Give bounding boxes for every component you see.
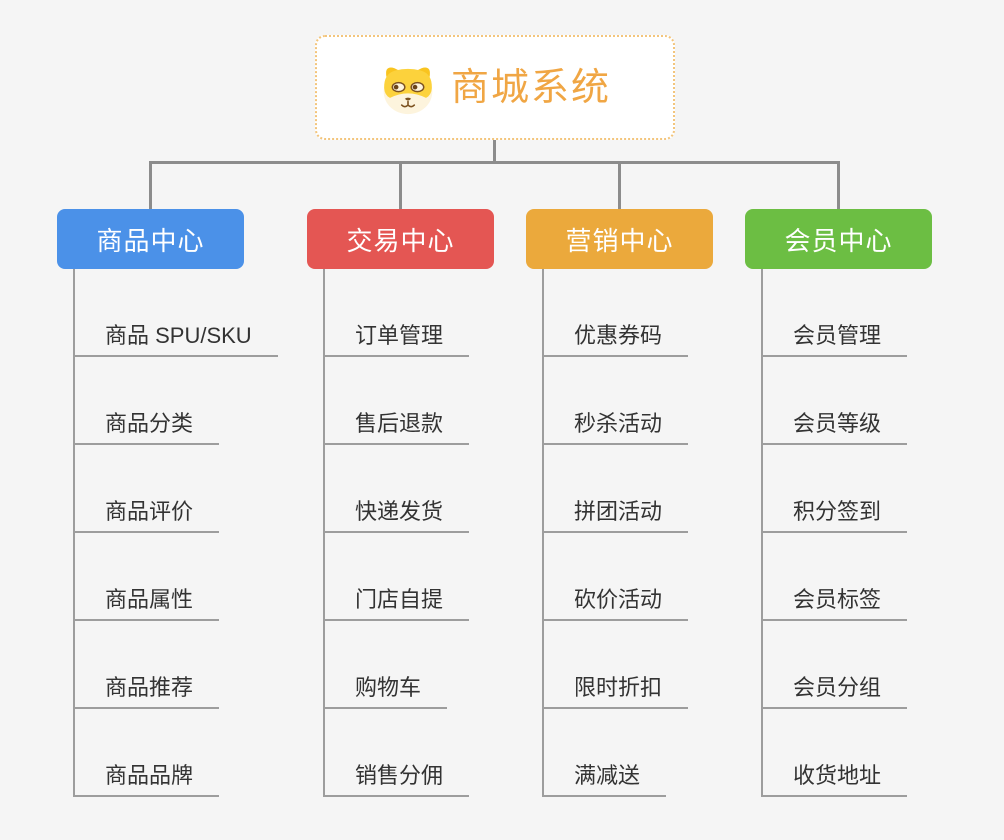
connector-leaves-line	[73, 269, 75, 797]
connector-horizontal-line	[149, 161, 840, 164]
leaf-item[interactable]: 商品属性	[73, 533, 220, 621]
leaf-item[interactable]: 会员等级	[761, 357, 908, 445]
connector-leaves-line	[761, 269, 763, 797]
leaf-item[interactable]: 满减送	[542, 709, 667, 797]
connector-leaves-line	[323, 269, 325, 797]
branch-leaves-column: 会员管理会员等级积分签到会员标签会员分组收货地址	[761, 269, 908, 797]
branch-node-4[interactable]: 会员中心	[745, 209, 932, 269]
leaf-item[interactable]: 商品推荐	[73, 621, 220, 709]
branch-leaves-column: 订单管理售后退款快递发货门店自提购物车销售分佣	[323, 269, 470, 797]
connector-leaves-line	[542, 269, 544, 797]
leaf-item[interactable]: 限时折扣	[542, 621, 689, 709]
leaf-item[interactable]: 收货地址	[761, 709, 908, 797]
root-node[interactable]: 商城系统	[315, 35, 675, 140]
connector-branch-stub	[399, 161, 402, 209]
leaf-item[interactable]: 积分签到	[761, 445, 908, 533]
leaf-item[interactable]: 商品 SPU/SKU	[73, 269, 278, 357]
leaf-item[interactable]: 售后退款	[323, 357, 470, 445]
leaf-item[interactable]: 门店自提	[323, 533, 470, 621]
leaf-item[interactable]: 销售分佣	[323, 709, 470, 797]
connector-branch-stub	[618, 161, 621, 209]
leaf-item[interactable]: 会员分组	[761, 621, 908, 709]
leaf-item[interactable]: 购物车	[323, 621, 448, 709]
branch-node-2[interactable]: 交易中心	[307, 209, 494, 269]
connector-root-stub	[493, 140, 496, 163]
connector-branch-stub	[149, 161, 152, 209]
branch-node-3[interactable]: 营销中心	[526, 209, 713, 269]
leaf-item[interactable]: 快递发货	[323, 445, 470, 533]
leaf-item[interactable]: 商品分类	[73, 357, 220, 445]
connector-branch-stub	[837, 161, 840, 209]
leaf-item[interactable]: 会员标签	[761, 533, 908, 621]
leaf-item[interactable]: 优惠券码	[542, 269, 689, 357]
leaf-item[interactable]: 会员管理	[761, 269, 908, 357]
leaf-item[interactable]: 拼团活动	[542, 445, 689, 533]
branch-leaves-column: 优惠券码秒杀活动拼团活动砍价活动限时折扣满减送	[542, 269, 689, 797]
dog-face-icon	[379, 61, 437, 115]
leaf-item[interactable]: 秒杀活动	[542, 357, 689, 445]
leaf-item[interactable]: 商品评价	[73, 445, 220, 533]
branch-node-1[interactable]: 商品中心	[57, 209, 244, 269]
leaf-item[interactable]: 订单管理	[323, 269, 470, 357]
root-title: 商城系统	[450, 66, 611, 109]
leaf-item[interactable]: 砍价活动	[542, 533, 689, 621]
leaf-item[interactable]: 商品品牌	[73, 709, 220, 797]
